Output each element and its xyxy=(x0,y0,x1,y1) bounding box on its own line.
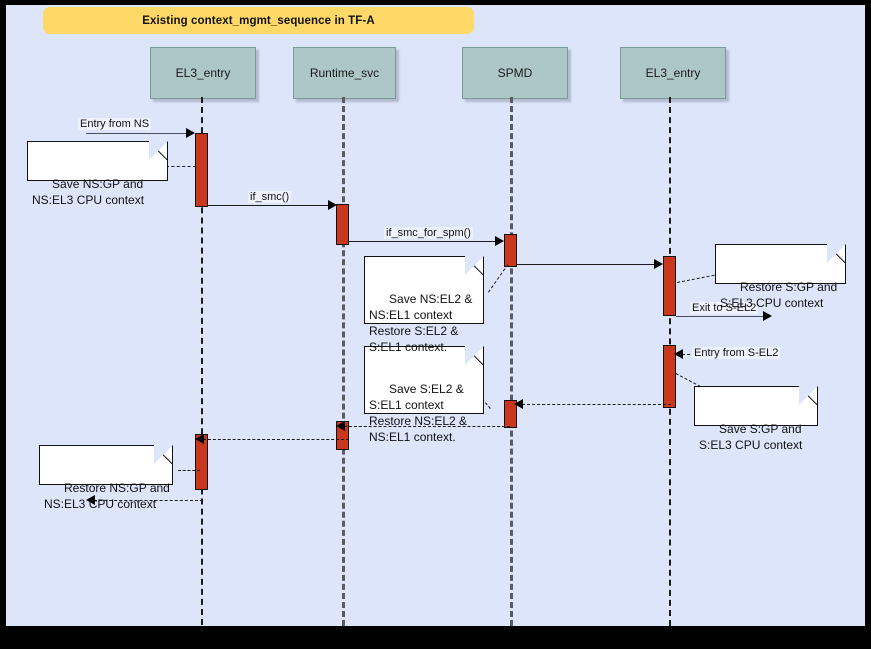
participant-label: SPMD xyxy=(497,66,533,80)
diagram-title-text: Existing context_mgmt_sequence in TF-A xyxy=(142,14,375,27)
participant-label: EL3_entry xyxy=(175,66,231,80)
activation-bar-el3-entry-s-2 xyxy=(663,345,676,408)
activation-bar-runtime-svc-1 xyxy=(336,204,349,245)
note-connector-1 xyxy=(166,166,196,167)
message-label-if-smc-for-spm: if_smc_for_spm() xyxy=(384,227,473,239)
lifeline-el3-entry-ns xyxy=(201,97,203,625)
activation-bar-spmd-1 xyxy=(504,234,517,267)
participant-label: Runtime_svc xyxy=(309,66,380,80)
note-connector-6 xyxy=(178,470,200,471)
message-line-if-smc-for-spm xyxy=(349,241,498,242)
note-restore-ns-gp-el3-context: Restore NS:GP and NS:EL3 CPU context xyxy=(39,445,173,511)
participant-box-el3-entry-ns[interactable]: EL3_entry xyxy=(150,47,256,99)
note-save-s-el2-restore-ns-el2: Save S:EL2 & S:EL1 context Restore NS:EL… xyxy=(364,346,484,444)
note-text: Save S:GP and S:EL3 CPU context xyxy=(699,422,803,452)
diagram-canvas: Existing context_mgmt_sequence in TF-A E… xyxy=(6,5,865,626)
note-connector-2 xyxy=(488,264,509,293)
message-line-exit-to-ns xyxy=(94,500,203,501)
message-label-entry-from-s-el2: Entry from S-EL2 xyxy=(692,347,781,359)
message-label-if-smc: if_smc() xyxy=(248,191,292,203)
activation-bar-el3-entry-s-1 xyxy=(663,256,676,316)
arrow-head-icon-if-smc-for-spm xyxy=(495,236,504,246)
note-connector-3 xyxy=(677,273,720,283)
note-save-ns-gp-el3-context: Save NS:GP and NS:EL3 CPU context xyxy=(27,141,168,207)
message-line-exit-to-s-el2 xyxy=(676,316,768,317)
activation-bar-spmd-2 xyxy=(504,400,517,428)
message-label-exit-to-s-el2: Exit to S-EL2 xyxy=(690,302,759,314)
message-line-spmd-to-el3-entry-s xyxy=(517,264,657,265)
arrow-head-icon-entry-from-ns xyxy=(186,128,195,138)
message-line-entry-from-ns xyxy=(86,133,190,134)
note-text: Save NS:EL2 & NS:EL1 context Restore S:E… xyxy=(369,292,473,354)
message-line-spmd-to-runtime-svc xyxy=(344,426,510,427)
arrow-head-icon-exit-to-ns xyxy=(86,495,95,505)
note-text: Save NS:GP and NS:EL3 CPU context xyxy=(32,177,145,207)
arrow-head-icon-if-smc xyxy=(328,200,337,210)
arrow-head-icon-spmd-to-el3-entry-s xyxy=(654,259,663,269)
note-restore-s-gp-el3-context: Restore S:GP and S:EL3 CPU context xyxy=(715,244,846,310)
participant-label: EL3_entry xyxy=(645,66,701,80)
arrow-head-icon-spmd-to-runtime-svc xyxy=(336,421,345,431)
arrow-head-icon-exit-to-s-el2 xyxy=(763,311,772,321)
message-line-if-smc xyxy=(207,205,332,206)
participant-box-spmd[interactable]: SPMD xyxy=(462,47,568,99)
note-text: Restore S:GP and S:EL3 CPU context xyxy=(720,280,838,310)
arrow-head-icon-el3-entry-s-to-spmd xyxy=(514,399,523,409)
note-text: Restore NS:GP and NS:EL3 CPU context xyxy=(44,481,170,511)
arrow-head-icon-runtime-svc-to-el3-entry-ns xyxy=(195,434,204,444)
message-line-runtime-svc-to-el3-entry-ns xyxy=(203,439,349,440)
message-label-entry-from-ns: Entry from NS xyxy=(78,118,152,130)
participant-box-runtime-svc[interactable]: Runtime_svc xyxy=(293,47,396,99)
arrow-head-icon-entry-from-s-el2 xyxy=(674,349,683,359)
note-save-ns-el2-restore-s-el2: Save NS:EL2 & NS:EL1 context Restore S:E… xyxy=(364,256,484,354)
lifeline-runtime-svc xyxy=(342,97,345,626)
note-save-s-gp-el3-context: Save S:GP and S:EL3 CPU context xyxy=(694,386,818,452)
diagram-title-banner: Existing context_mgmt_sequence in TF-A xyxy=(43,7,474,34)
note-text: Save S:EL2 & S:EL1 context Restore NS:EL… xyxy=(369,382,468,444)
participant-box-el3-entry-s[interactable]: EL3_entry xyxy=(620,47,726,99)
message-line-el3-entry-s-to-spmd xyxy=(522,404,671,405)
lifeline-spmd xyxy=(510,97,513,626)
activation-bar-el3-entry-ns-1 xyxy=(195,133,208,207)
